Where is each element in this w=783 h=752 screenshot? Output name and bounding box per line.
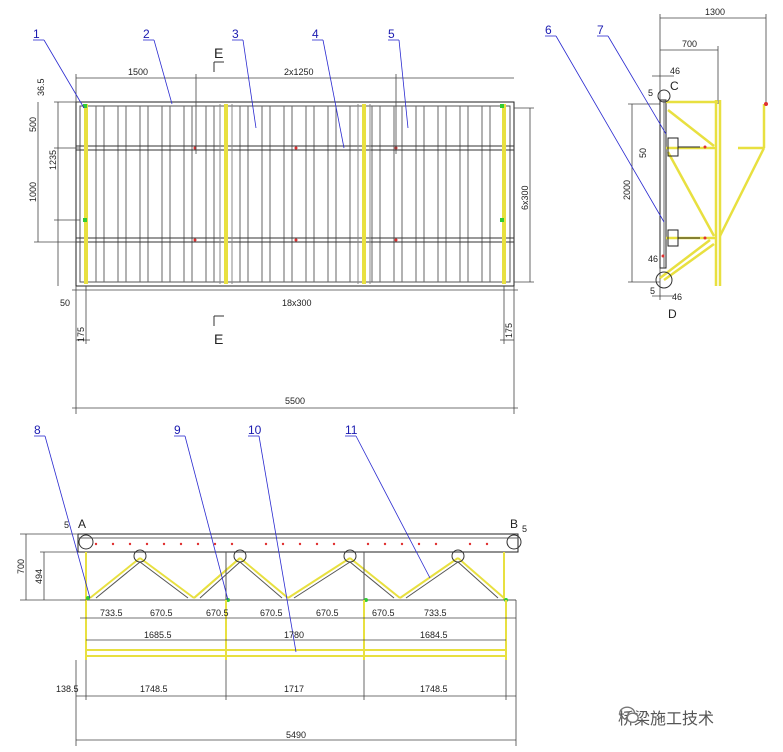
dim-2x1250: 2x1250 [284, 67, 314, 77]
point-d: D [668, 307, 677, 321]
dim-seg-5: 670.5 [316, 608, 339, 618]
dim-seg-3: 670.5 [206, 608, 229, 618]
side-view-texts: 6 7 1300 700 46 5 C 50 2000 46 5 46 D [545, 7, 725, 321]
callout-5: 5 [388, 27, 395, 41]
callout-2: 2 [143, 27, 150, 41]
dim-50-side: 50 [638, 148, 648, 158]
watermark: 桥梁施工技术 [618, 704, 778, 730]
mark-5-right: 5 [522, 524, 527, 534]
dim-5490: 5490 [286, 730, 306, 740]
dim-seg-4: 670.5 [260, 608, 283, 618]
point-a: A [78, 517, 86, 531]
dim-1000: 1000 [28, 182, 38, 202]
callout-1: 1 [33, 27, 40, 41]
dim-46-bottom: 46 [672, 292, 682, 302]
callout-11: 11 [345, 423, 358, 437]
dim-seg-2: 670.5 [150, 608, 173, 618]
dim-mid-3: 1684.5 [420, 630, 448, 640]
dim-500: 500 [28, 117, 38, 132]
dim-lower-2: 1748.5 [140, 684, 168, 694]
dim-6x300: 6x300 [520, 185, 530, 210]
elevation-view [20, 435, 522, 746]
dim-mid-2: 1780 [284, 630, 304, 640]
dim-2000: 2000 [622, 180, 632, 200]
dim-5500: 5500 [285, 396, 305, 406]
dim-50: 50 [60, 298, 70, 308]
section-mark-bottom: E [214, 331, 223, 347]
watermark-text: 桥梁施工技术 [618, 709, 715, 728]
wechat-icon [619, 706, 639, 724]
dim-lower-1: 138.5 [56, 684, 79, 694]
dim-494: 494 [34, 569, 44, 584]
dim-mid-1: 1685.5 [144, 630, 172, 640]
callout-3: 3 [232, 27, 239, 41]
dim-5-bottom: 5 [650, 286, 655, 296]
dim-46-top: 46 [670, 66, 680, 76]
dim-5-top: 5 [648, 88, 653, 98]
dim-1235: 1235 [48, 150, 58, 170]
point-b: B [510, 517, 518, 531]
dim-18x300: 18x300 [282, 298, 312, 308]
side-view [545, 14, 768, 300]
dim-46-bottom-left: 46 [648, 254, 658, 264]
dim-1500: 1500 [128, 67, 148, 77]
callout-7: 7 [597, 23, 604, 37]
dim-700-side: 700 [682, 39, 697, 49]
top-view-plan [33, 39, 534, 414]
section-mark-top: E [214, 45, 223, 61]
elevation-texts: 8 9 10 11 A B 5 5 700 494 733.5 670.5 67… [16, 423, 527, 740]
callout-10: 10 [248, 423, 262, 437]
callout-4: 4 [312, 27, 319, 41]
dim-175-right: 175 [504, 323, 514, 338]
dim-lower-4: 1748.5 [420, 684, 448, 694]
dim-seg-7: 733.5 [424, 608, 447, 618]
top-view-texts: 1 2 3 4 5 E E 1500 2x1250 36.5 500 1235 … [28, 27, 530, 406]
dim-lower-3: 1717 [284, 684, 304, 694]
dim-seg-6: 670.5 [372, 608, 395, 618]
dim-175-left: 175 [76, 327, 86, 342]
callout-6: 6 [545, 23, 552, 37]
dim-36-5: 36.5 [36, 78, 46, 96]
callout-8: 8 [34, 423, 41, 437]
dim-seg-1: 733.5 [100, 608, 123, 618]
point-c: C [670, 79, 679, 93]
callout-9: 9 [174, 423, 181, 437]
mark-5-left: 5 [64, 520, 69, 530]
dim-1300: 1300 [705, 7, 725, 17]
dim-700-elev: 700 [16, 559, 26, 574]
